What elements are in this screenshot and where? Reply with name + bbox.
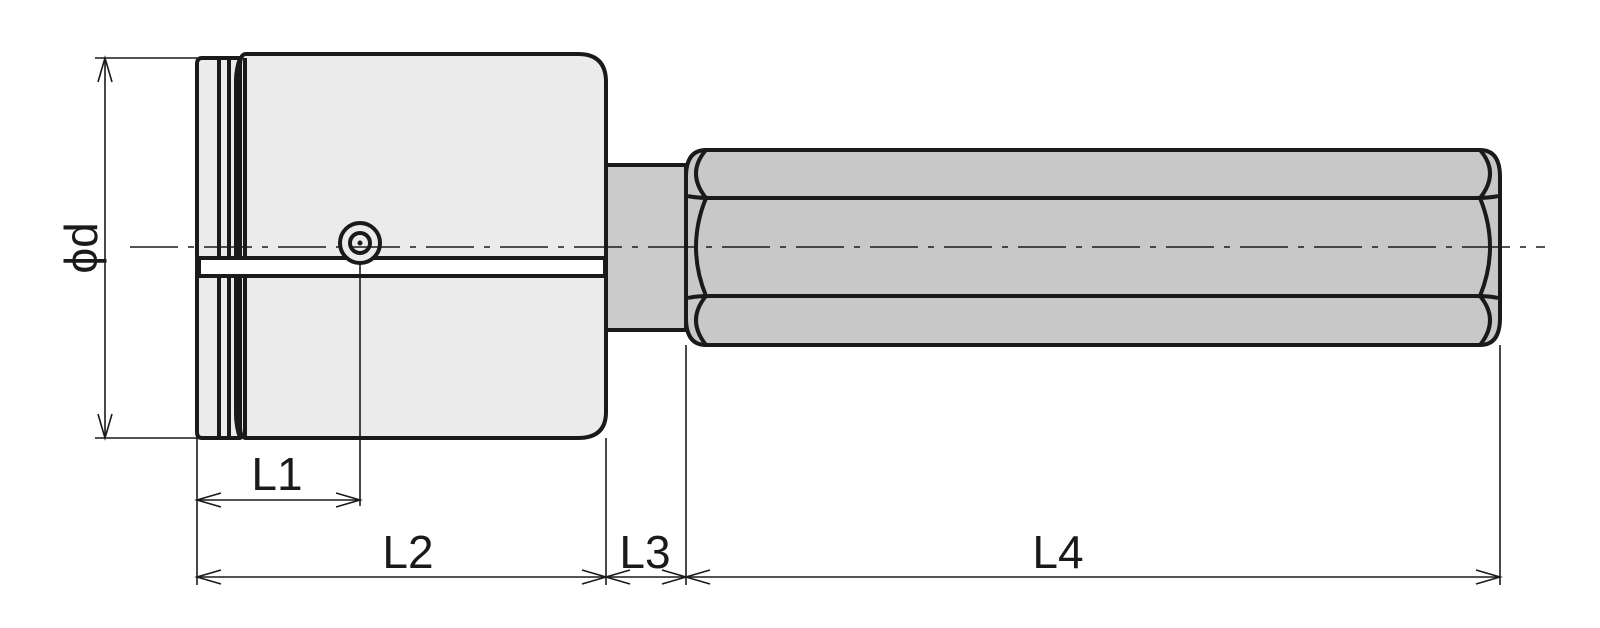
- l2-arrow-left: [194, 569, 222, 585]
- l2-label: L2: [382, 526, 433, 578]
- diameter-label: ϕd: [55, 222, 107, 273]
- l3-label: L3: [619, 526, 670, 578]
- l4-label: L4: [1032, 526, 1083, 578]
- cross-hole-center: [357, 240, 363, 246]
- hex-flat-top: [687, 194, 1499, 200]
- hex-left-end: [694, 148, 708, 347]
- l4-arrow-left: [683, 569, 711, 585]
- l4-arrow-right: [1475, 569, 1503, 585]
- collet-head: [195, 52, 608, 440]
- l1-dimension: L1: [194, 263, 363, 585]
- l1-label: L1: [251, 448, 302, 500]
- diameter-dimension: ϕd: [55, 55, 197, 441]
- collet-slit: [197, 256, 607, 278]
- l4-dimension: L4: [683, 345, 1503, 585]
- hex-flat-bottom: [687, 294, 1499, 300]
- l1-arrow-right: [335, 492, 363, 508]
- l3-arrow-left: [603, 569, 631, 585]
- l3-dimension: L3: [603, 345, 689, 585]
- diameter-arrow-bottom: [97, 413, 113, 441]
- l1-arrow-left: [194, 492, 222, 508]
- l2-dimension: L2: [194, 438, 609, 585]
- diameter-arrow-top: [97, 55, 113, 83]
- collet-body: [238, 52, 608, 440]
